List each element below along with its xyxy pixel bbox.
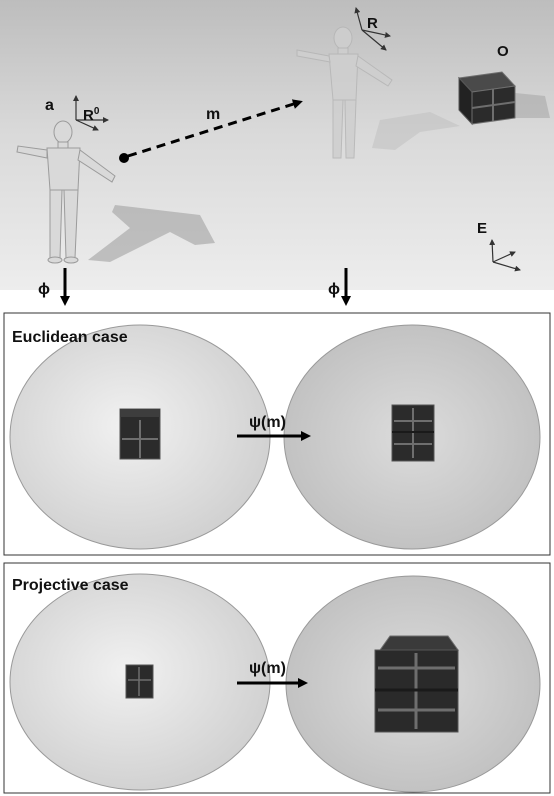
- object-cube: [457, 71, 517, 126]
- euclidean-panel-frame: [3, 312, 551, 556]
- motion-label: m: [206, 106, 220, 123]
- euclidean-panel: Euclidean case ψ(m): [3, 312, 551, 556]
- projective-transform-label: ψ(m): [249, 660, 286, 677]
- euclidean-transform-label: ψ(m): [249, 414, 286, 431]
- projective-title: Projective case: [12, 577, 129, 594]
- object-shadow: [505, 92, 550, 118]
- agent-shadow: [88, 205, 215, 262]
- euclidean-cube-left: [119, 408, 161, 460]
- end-frame-axes: [354, 7, 391, 51]
- world-frame-axes: [489, 239, 521, 272]
- agent-label: a: [45, 97, 54, 114]
- scene-panel: a R0 m R O E: [0, 0, 554, 290]
- start-frame-superscript: 0: [94, 106, 100, 117]
- ghost-shadow: [372, 112, 460, 150]
- motion-start-dot: [119, 153, 129, 163]
- euclidean-cube-right: [391, 404, 435, 462]
- projective-panel-frame: [3, 562, 551, 794]
- projection-label-right: ϕ: [328, 281, 340, 298]
- world-frame-label: E: [477, 220, 487, 237]
- projection-label-left: ϕ: [38, 281, 50, 298]
- agent-figure: [16, 120, 116, 264]
- projection-arrows: ϕ ϕ: [38, 268, 351, 306]
- start-frame-axes: [73, 95, 109, 131]
- motion-arrow: [127, 99, 303, 158]
- euclidean-title: Euclidean case: [12, 329, 128, 346]
- projective-panel: Projective case ψ(m): [3, 562, 551, 794]
- end-frame-label: R: [367, 15, 378, 32]
- ghost-figure: [296, 26, 393, 159]
- projective-cube-right: [374, 635, 459, 733]
- projective-cube-left: [125, 664, 154, 699]
- start-frame-label: R0: [83, 106, 100, 124]
- object-label: O: [497, 43, 509, 60]
- start-frame-letter: R: [83, 107, 94, 124]
- scene-background: [0, 0, 554, 290]
